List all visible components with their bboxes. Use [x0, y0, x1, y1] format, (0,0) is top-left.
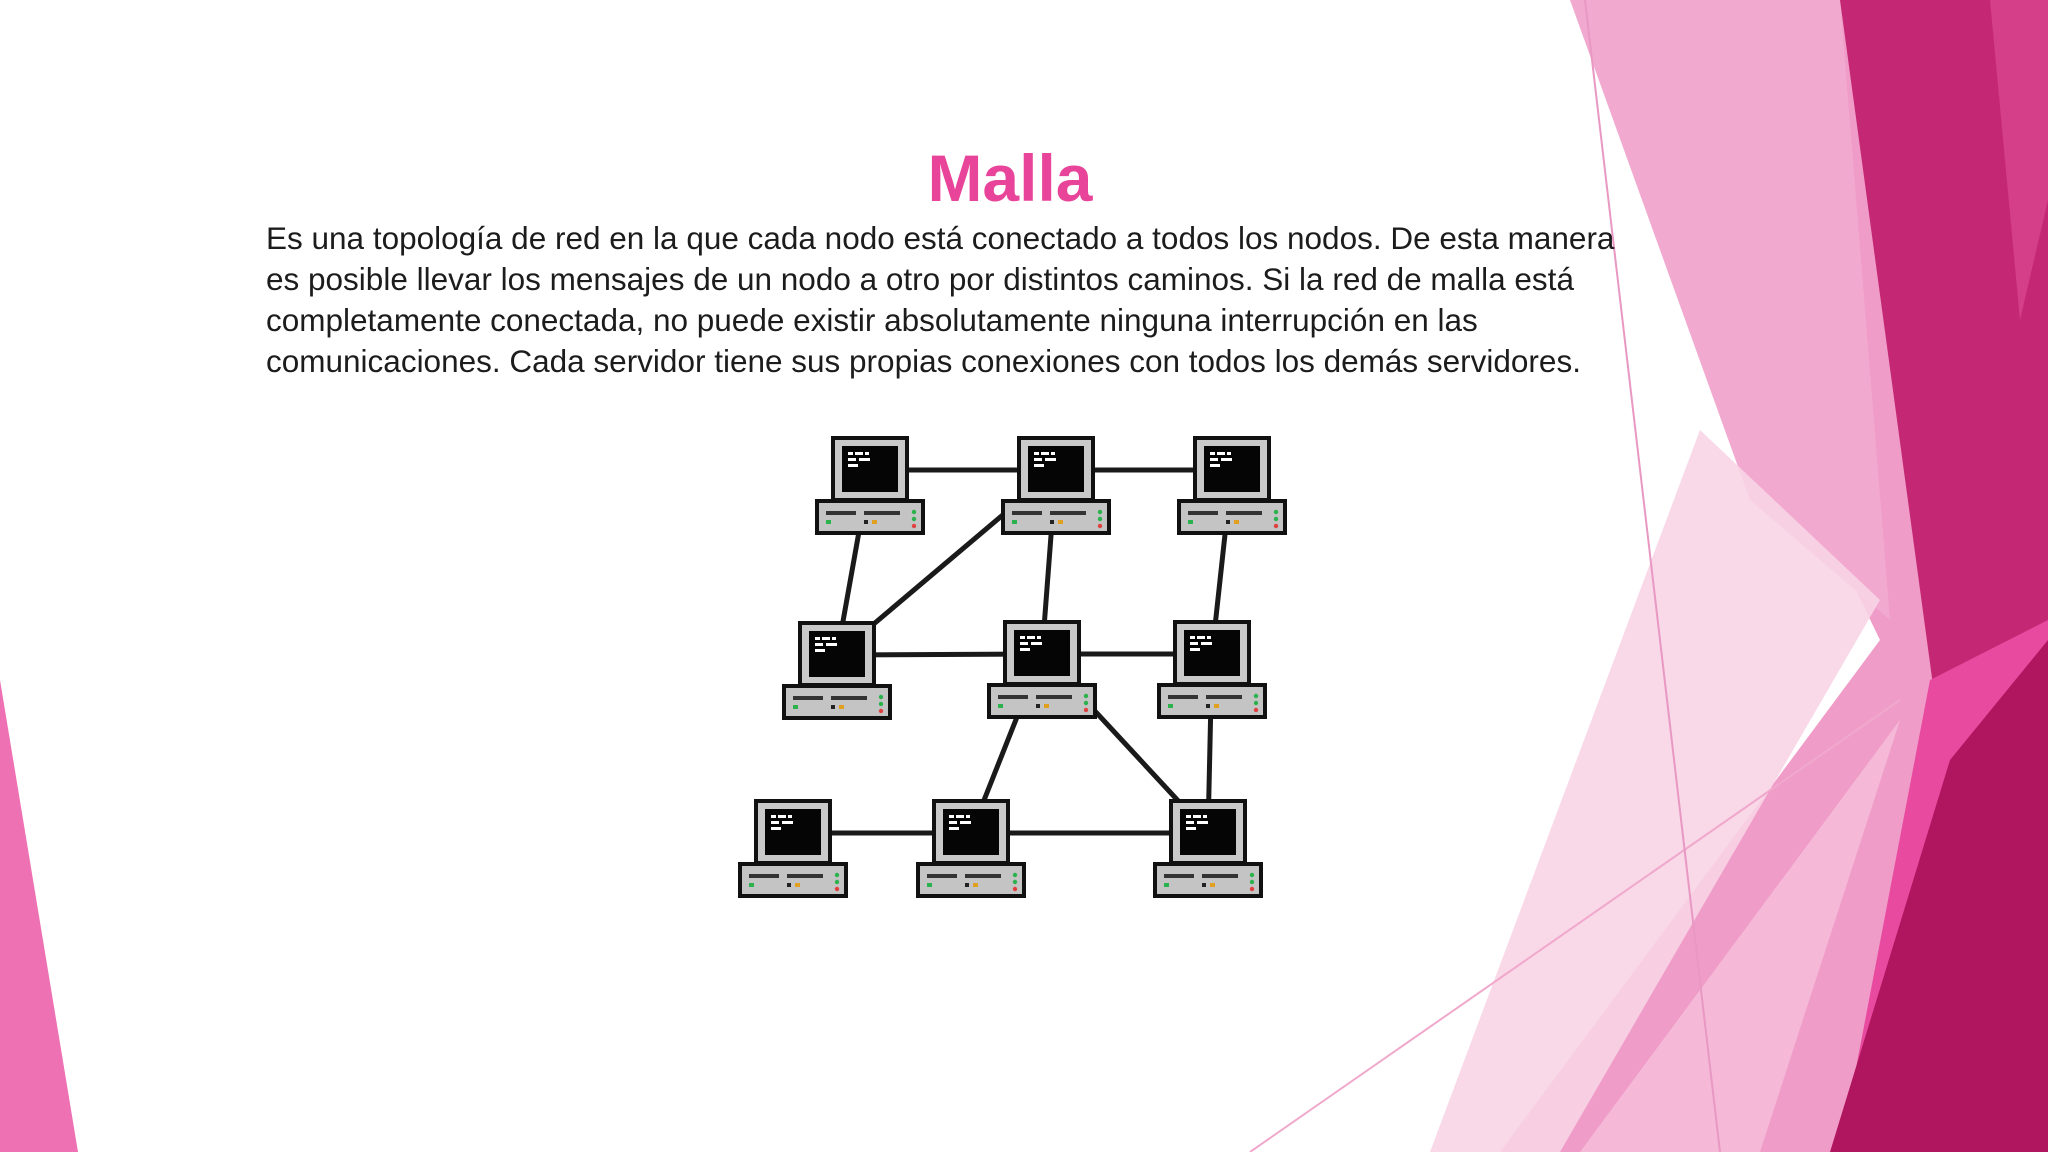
magenta-facet-stripe	[1990, 0, 2048, 320]
pink-facet-left	[0, 680, 78, 1152]
computer-7-icon	[738, 799, 848, 898]
mesh-network-diagram	[738, 436, 1287, 898]
computer-9-icon	[1153, 799, 1263, 898]
slide-body: Es una topología de red en la que cada n…	[266, 218, 1786, 382]
thin-line-2	[1584, 0, 1721, 1152]
computer-1-icon	[815, 436, 925, 535]
magenta-facet-bottom	[1830, 640, 2048, 1152]
thin-line-1	[1249, 699, 1901, 1152]
slide-title: Malla	[927, 141, 1093, 215]
body-line-3: completamente conectada, no puede existi…	[266, 302, 1478, 338]
computer-5-icon	[987, 620, 1097, 719]
pink-facet-bottom-light	[1580, 720, 1900, 1152]
computer-6-icon	[1157, 620, 1267, 719]
body-line-4: comunicaciones. Cada servidor tiene sus …	[266, 343, 1581, 379]
computer-3-icon	[1177, 436, 1287, 535]
computer-8-icon	[916, 799, 1026, 898]
body-line-1: Es una topología de red en la que cada n…	[266, 220, 1615, 256]
body-line-2: es posible llevar los mensajes de un nod…	[266, 261, 1574, 297]
computer-2-icon	[1001, 436, 1111, 535]
pink-facet-pale-band	[1430, 430, 1880, 1152]
computer-4-icon	[782, 621, 892, 720]
pink-facet-light-top	[1570, 0, 1890, 620]
